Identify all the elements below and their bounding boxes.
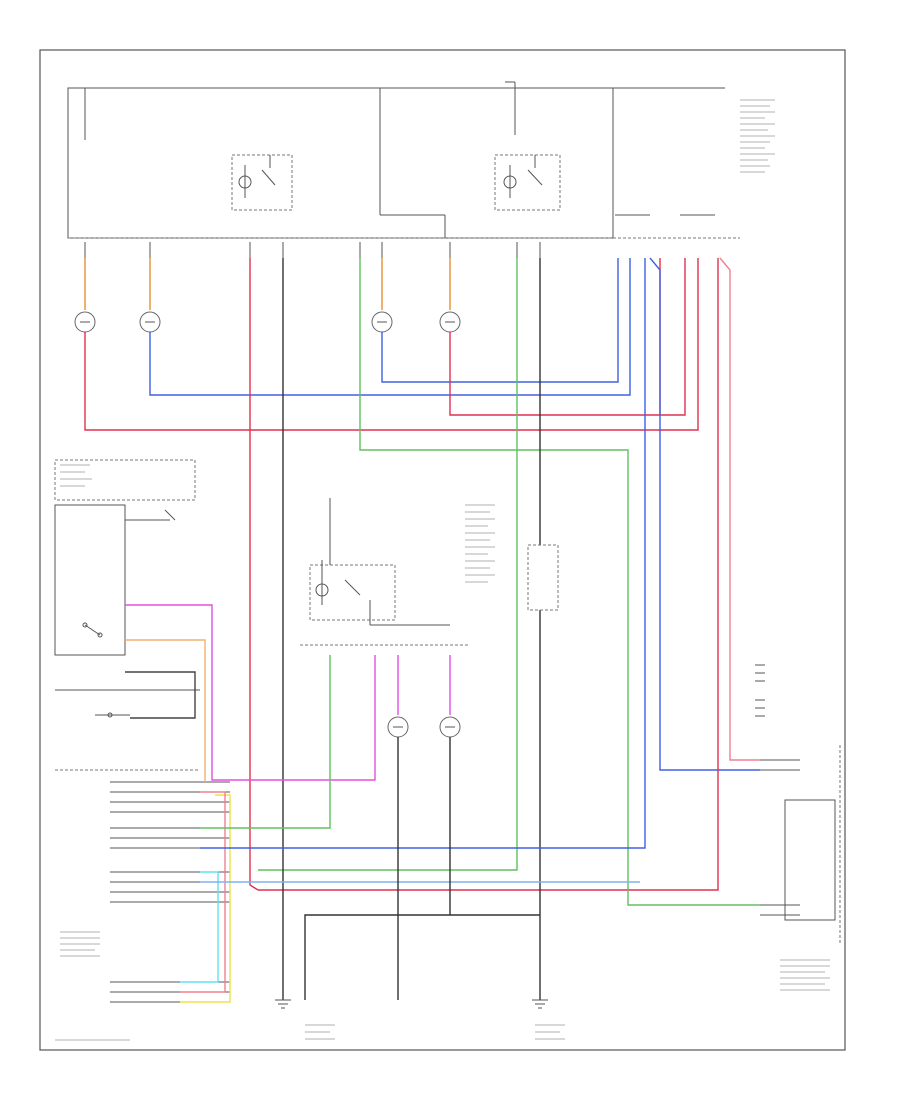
orange-wire-2 (125, 639, 206, 782)
left-ground (275, 999, 291, 1009)
top-connector-ticks (84, 242, 541, 258)
magenta-wire (125, 604, 376, 781)
blue-wire-2 (381, 258, 619, 383)
right-fog-lamp (439, 716, 461, 738)
red-wire-5 (249, 258, 259, 891)
black-wire-4 (125, 671, 196, 719)
lightgreen-wire (200, 655, 331, 829)
green-wire (359, 258, 760, 906)
pink-wire-2 (180, 791, 226, 993)
daytime-running-lamp-module (760, 745, 841, 945)
blue-wire (149, 258, 631, 396)
right-high-headlamp (439, 311, 461, 333)
yellow-wire (180, 794, 231, 1003)
headlamp-relay (231, 154, 293, 211)
dimmer-switch (54, 459, 196, 656)
green-wire-2 (258, 258, 518, 871)
daytime-running-lamp-resistor (527, 544, 559, 611)
cyan-wire (180, 871, 219, 983)
left-fog-lamp (387, 716, 409, 738)
high-beam-relay (494, 154, 561, 211)
right-low-headlamp (371, 311, 393, 333)
pink-wire (719, 257, 760, 761)
red-wire-4 (258, 258, 719, 891)
black-ground-bus (304, 914, 540, 1000)
left-high-headlamp (139, 311, 161, 333)
fog-lamp-relay (300, 498, 470, 646)
legend (755, 664, 765, 717)
red-wire-2 (449, 258, 686, 416)
blue-wire-3 (649, 257, 760, 771)
left-low-headlamp (74, 311, 96, 333)
underhood-fuse-block (67, 81, 740, 239)
label-blocks (55, 99, 830, 1041)
right-ground (532, 999, 548, 1009)
orange-wire (84, 258, 451, 310)
headlamp-switch (55, 689, 200, 771)
bcm-connector-pins (110, 781, 230, 1003)
blue-wire-4 (200, 258, 646, 849)
red-wire (84, 258, 699, 431)
diagram-frame (39, 49, 846, 1051)
